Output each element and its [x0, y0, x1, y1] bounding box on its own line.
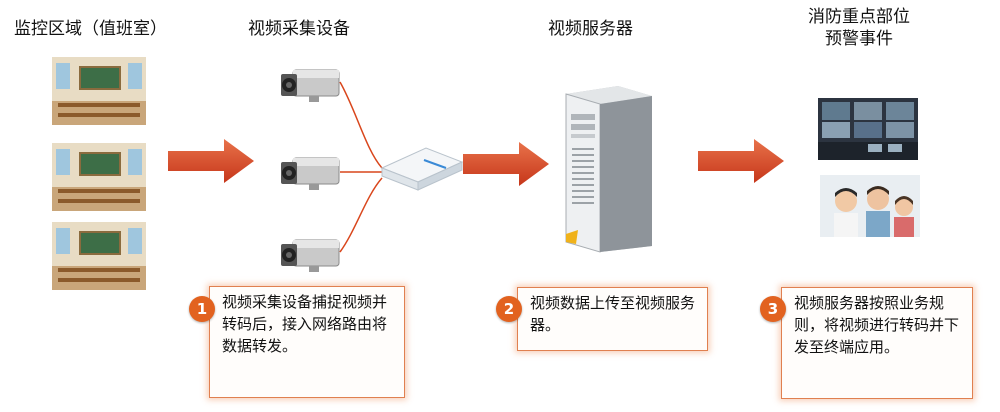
router-icon [380, 147, 464, 191]
video-server-title: 视频服务器 [548, 19, 633, 39]
server-icon [565, 86, 652, 253]
step-note-3: 视频服务器按照业务规则，将视频进行转码并下发至终端应用。 [781, 287, 973, 399]
step-note-2-text: 视频数据上传至视频服务器。 [530, 294, 696, 334]
monitoring-room-image [818, 98, 918, 160]
step-badge-3: 3 [760, 296, 786, 322]
camera-icon [281, 69, 340, 102]
flow-arrow-icon [463, 142, 549, 186]
classroom-image [52, 143, 146, 211]
camera-icon [281, 239, 340, 272]
classroom-image [52, 222, 146, 290]
step-note-1: 视频采集设备捕捉视频并转码后，接入网络路由将数据转发。 [209, 286, 405, 398]
capture-device-title: 视频采集设备 [248, 19, 350, 39]
step-note-1-text: 视频采集设备捕捉视频并转码后，接入网络路由将数据转发。 [222, 293, 388, 355]
people-photo-image [820, 175, 920, 237]
camera-icon [281, 157, 340, 190]
step-note-3-text: 视频服务器按照业务规则，将视频进行转码并下发至终端应用。 [794, 294, 960, 356]
fire-point-title-line1: 消防重点部位 [808, 7, 910, 27]
monitor-area-title: 监控区域（值班室） [14, 19, 167, 39]
step-badge-2: 2 [496, 296, 522, 322]
flow-arrow-icon [698, 139, 784, 183]
fire-point-title-line2: 预警事件 [825, 29, 893, 49]
flow-arrow-icon [168, 139, 254, 183]
fire-point-title: 消防重点部位 预警事件 [808, 6, 910, 50]
step-badge-1: 1 [189, 296, 215, 322]
step-note-2: 视频数据上传至视频服务器。 [517, 287, 708, 351]
classroom-image [52, 57, 146, 125]
